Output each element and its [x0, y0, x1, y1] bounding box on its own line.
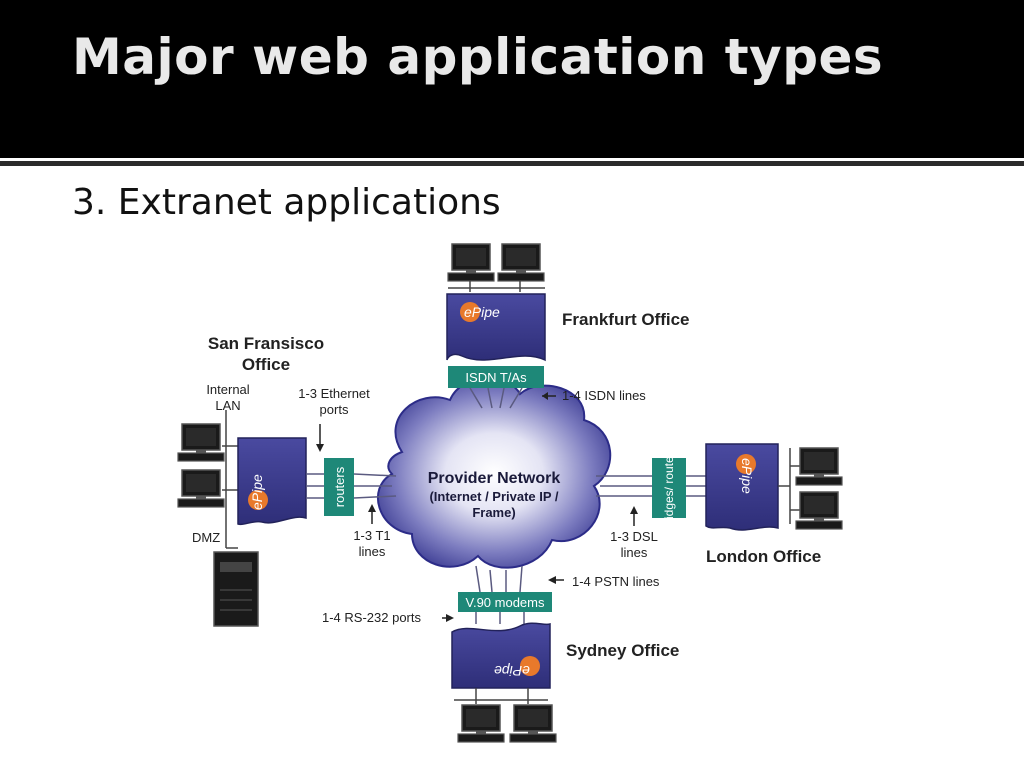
london-pc-icon — [795, 447, 843, 486]
san-francisco-office: San Fransisco Office Internal LAN 1-3 Et… — [177, 334, 397, 627]
title-divider — [0, 161, 1024, 166]
london-pc-icon — [795, 491, 843, 530]
sf-link-label-line1: 1-3 T1 — [353, 528, 390, 543]
london-interface-box — [652, 458, 686, 518]
frankfurt-device-logo: ePipe — [464, 304, 500, 320]
slide-subtitle: 3. Extranet applications — [72, 182, 501, 223]
sydney-ports-label: 1-4 RS-232 ports — [322, 610, 421, 625]
sydney-device-logo: ePipe — [494, 663, 530, 679]
epipe-logo-icon — [520, 656, 540, 676]
sf-link-label-line2: lines — [359, 544, 386, 559]
london-office-name: London Office — [706, 547, 821, 566]
sydney-pc-icon — [509, 704, 557, 743]
sf-office-name-line1: San Fransisco — [208, 334, 324, 353]
sydney-interface-box — [458, 592, 552, 612]
london-office: bridges/ routers ePipe 1-3 DSL lines Lon… — [596, 443, 843, 566]
cloud-label-line2: (Internet / Private IP / — [429, 489, 558, 504]
frankfurt-link-label: 1-4 ISDN lines — [562, 388, 646, 403]
epipe-logo-icon — [736, 454, 756, 474]
dmz-server-icon — [213, 551, 259, 627]
london-link-label-line1: 1-3 DSL — [610, 529, 658, 544]
frankfurt-pc-icon — [447, 243, 495, 282]
london-epipe-device — [705, 443, 779, 531]
sf-pc-icon — [177, 469, 225, 508]
london-interface-label: bridges/ routers — [662, 446, 676, 529]
sf-ports-label-line1: 1-3 Ethernet — [298, 386, 370, 401]
frankfurt-office: ePipe ISDN T/As Frankfurt Office 1-4 ISD… — [446, 243, 690, 409]
cloud-label-line3: Frame) — [472, 505, 515, 520]
title-bar: Major web application types — [0, 0, 1024, 166]
epipe-logo-icon — [248, 490, 268, 510]
frankfurt-office-name: Frankfurt Office — [562, 310, 690, 329]
sf-ports-label-line2: ports — [320, 402, 349, 417]
epipe-logo-icon — [460, 302, 480, 322]
sf-interface-label: routers — [332, 466, 347, 507]
frankfurt-pc-icon — [497, 243, 545, 282]
london-link-label-line2: lines — [621, 545, 648, 560]
sf-device-logo: ePipe — [249, 474, 265, 510]
sf-lan-label-line1: Internal — [206, 382, 249, 397]
sf-lan-label-line2: LAN — [215, 398, 240, 413]
cloud-label-line1: Provider Network — [428, 470, 561, 487]
sf-dmz-label: DMZ — [192, 530, 220, 545]
provider-network-cloud: Provider Network (Internet / Private IP … — [376, 377, 612, 569]
london-device-logo: ePipe — [739, 458, 755, 494]
sydney-pc-icon — [457, 704, 505, 743]
sydney-interface-label: V.90 modems — [465, 595, 545, 610]
sydney-link-label: 1-4 PSTN lines — [572, 574, 660, 589]
sydney-office: 1-4 PSTN lines V.90 modems ePipe 1-4 RS-… — [322, 565, 679, 743]
sf-office-name-line2: Office — [242, 355, 290, 374]
frankfurt-interface-box — [448, 366, 544, 388]
frankfurt-interface-label: ISDN T/As — [465, 370, 527, 385]
sf-pc-icon — [177, 423, 225, 462]
slide-title: Major web application types — [72, 28, 884, 86]
sydney-office-name: Sydney Office — [566, 641, 679, 660]
sf-interface-box — [324, 458, 354, 516]
